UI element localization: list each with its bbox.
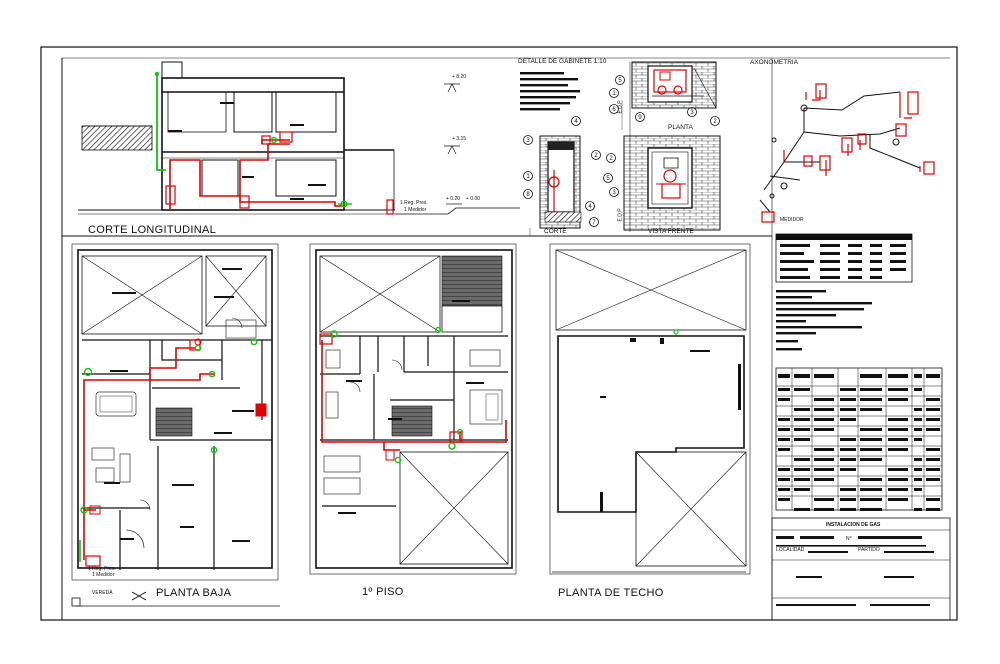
title-block-heading: INSTALACION DE GAS bbox=[826, 522, 881, 528]
schedule-table bbox=[775, 367, 943, 511]
cabinet-section-label: CORTE bbox=[544, 228, 567, 235]
edp-label-bottom: E.D.P bbox=[617, 208, 624, 222]
cabinet-plan-label: PLANTA bbox=[668, 124, 693, 131]
callout-3c: 3 bbox=[612, 190, 616, 196]
first-floor-plan bbox=[309, 243, 517, 575]
ground-floor-plan bbox=[71, 243, 280, 607]
ground-floor-title: PLANTA BAJA bbox=[156, 587, 232, 599]
roof-plan bbox=[549, 243, 751, 575]
title-number-label: N° bbox=[846, 536, 852, 542]
level-marker-1: + 8.20 bbox=[452, 74, 467, 80]
section-note-a: 1 Reg. Pres. bbox=[400, 200, 428, 206]
callout-2b: 2 bbox=[594, 153, 598, 159]
axonometric-title: AXONOMETRIA bbox=[750, 59, 799, 66]
district-label: PARTIDO bbox=[858, 547, 880, 553]
meter-label: MEDIDOR bbox=[780, 217, 804, 223]
plan-note-b: 1 Medidor bbox=[92, 572, 115, 578]
callout-7b: 7 bbox=[592, 220, 596, 226]
title-block bbox=[771, 233, 951, 621]
callout-3a: 3 bbox=[690, 110, 694, 116]
callout-3b: 3 bbox=[526, 138, 530, 144]
callout-1a: 1 bbox=[612, 91, 616, 97]
callout-2c: 2 bbox=[609, 156, 613, 162]
first-floor-title: 1º PISO bbox=[362, 586, 404, 598]
sheet-border bbox=[40, 46, 958, 621]
callout-1b: 1 bbox=[526, 174, 530, 180]
callout-2a: 2 bbox=[713, 119, 717, 125]
callout-4b: 4 bbox=[588, 204, 592, 210]
level-marker-4: + 0.00 bbox=[466, 196, 481, 202]
callout-5a: 5 bbox=[618, 78, 622, 84]
level-marker-2: + 3.15 bbox=[452, 136, 467, 142]
cabinet-front-label: VISTA FRENTE bbox=[648, 228, 694, 235]
edp-label-top: E.D.P bbox=[617, 100, 624, 114]
locality-label: LOCALIDAD bbox=[776, 547, 805, 553]
roof-plan-title: PLANTA DE TECHO bbox=[558, 587, 664, 599]
callout-5b: 5 bbox=[606, 176, 610, 182]
cabinet-detail: 5 1 6 9 3 2 4 3 2 1 5 8 4 7 2 3 bbox=[520, 61, 721, 232]
section-drawing bbox=[78, 61, 520, 215]
axonometric-diagram bbox=[759, 83, 935, 223]
callout-9a: 9 bbox=[638, 115, 642, 121]
section-note-b: 1 Medidor bbox=[404, 207, 427, 213]
callout-4a: 4 bbox=[574, 119, 578, 125]
cabinet-detail-title: DETALLE DE GABINETE 1:10 bbox=[518, 58, 607, 65]
section-title: CORTE LONGITUDINAL bbox=[88, 224, 217, 236]
level-marker-3: + 0.20 bbox=[446, 196, 461, 202]
callout-8b: 8 bbox=[526, 192, 530, 198]
sidewalk-label: VEREDA bbox=[92, 590, 113, 596]
plan-note-a: 1 Reg. Pres. bbox=[88, 566, 116, 572]
callout-6a: 6 bbox=[612, 107, 616, 113]
